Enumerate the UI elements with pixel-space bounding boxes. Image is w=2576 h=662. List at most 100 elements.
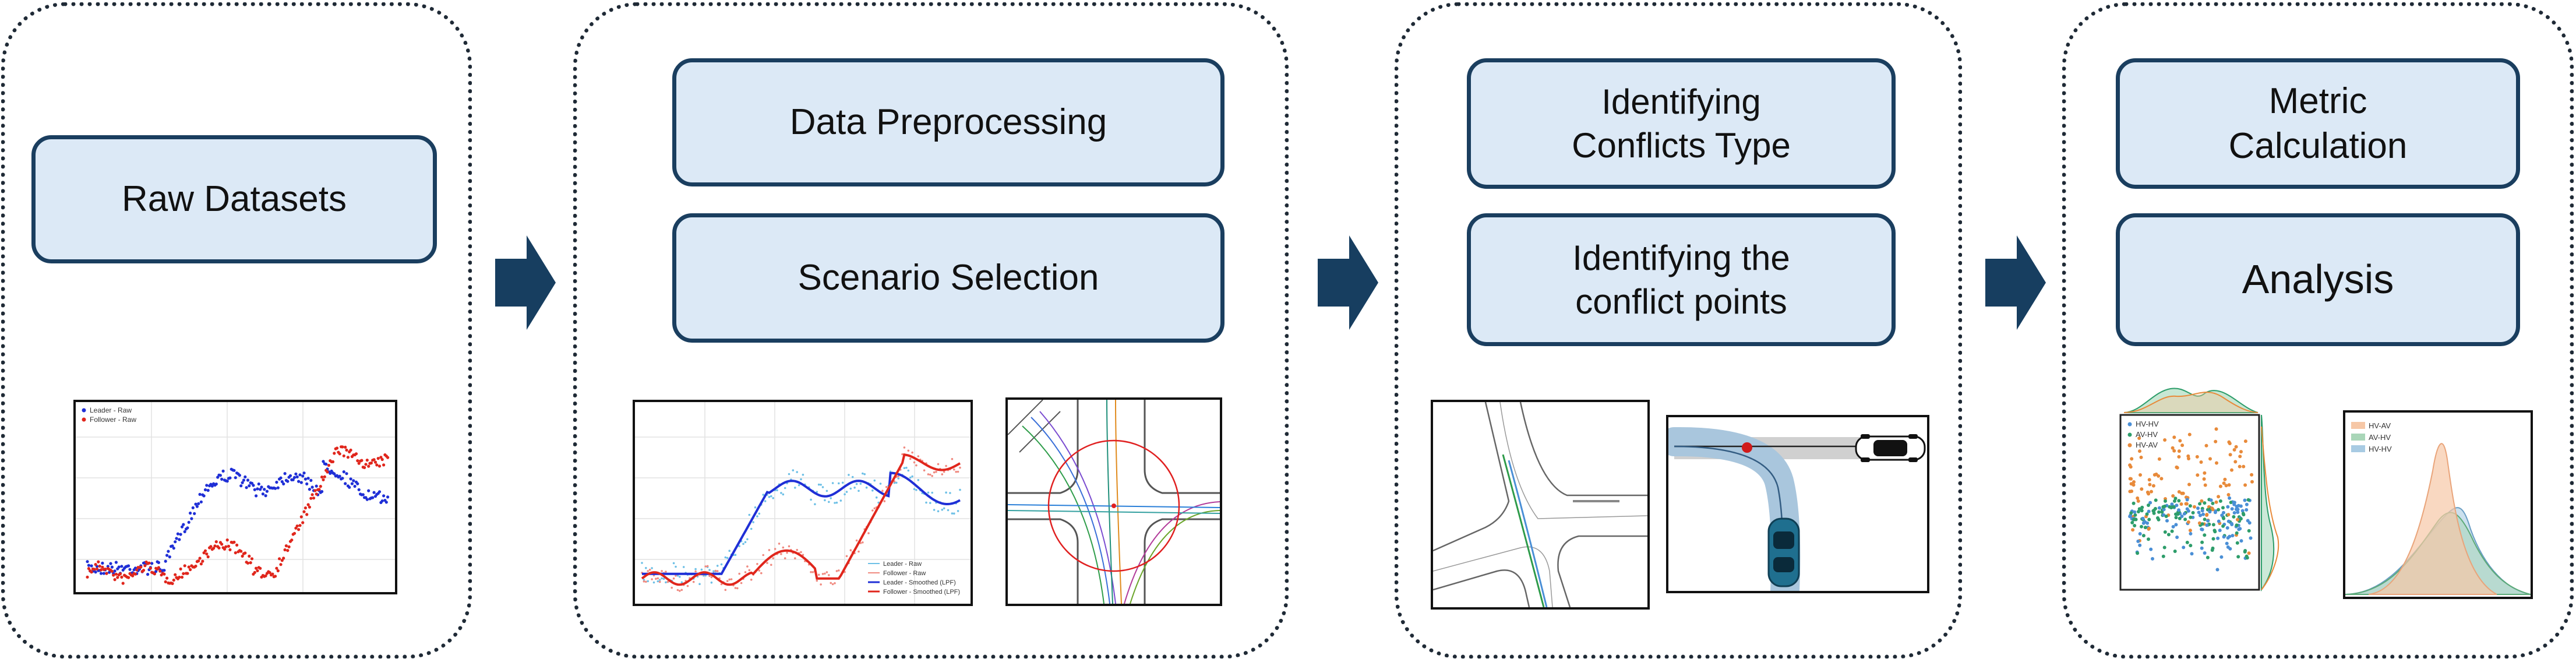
car-icon xyxy=(1855,434,1926,462)
follower-raw-point xyxy=(276,569,280,573)
follower-raw-point xyxy=(817,573,820,576)
leader-raw-point xyxy=(216,476,220,479)
scatter-point xyxy=(2215,461,2218,465)
scatter-point xyxy=(2129,482,2133,486)
follower-raw-point xyxy=(327,463,330,467)
leader-raw-point xyxy=(728,550,731,552)
follower-raw-point xyxy=(778,543,781,545)
scatter-point xyxy=(2203,501,2207,505)
leader-raw-point xyxy=(176,532,179,536)
scatter-point xyxy=(2203,551,2207,555)
follower-raw-point xyxy=(885,485,888,488)
scatter-point xyxy=(2188,529,2192,533)
scatter-point xyxy=(2241,512,2245,516)
leader-raw-point xyxy=(329,471,332,475)
follower-raw-point xyxy=(943,470,945,473)
scatter-point xyxy=(2185,502,2189,506)
follower-raw-point xyxy=(931,475,933,477)
leader-raw-point xyxy=(291,478,295,481)
scatter-point xyxy=(2140,487,2144,491)
follower-raw-point xyxy=(929,473,931,476)
scatter-point xyxy=(2157,510,2161,514)
follower-raw-point xyxy=(867,532,870,534)
leader-raw-point xyxy=(197,502,200,505)
follower-raw-point xyxy=(821,573,824,575)
follower-raw-point xyxy=(811,571,814,573)
leader-raw-point xyxy=(87,564,90,567)
follower-raw-point xyxy=(279,563,283,566)
scatter-point xyxy=(2147,492,2151,496)
conflict-zone-circle xyxy=(1047,439,1180,572)
leader-raw-point xyxy=(283,472,287,476)
leader-raw-point xyxy=(371,496,375,499)
leader-raw-point xyxy=(820,484,822,486)
follower-raw-point xyxy=(224,545,228,548)
scatter-point xyxy=(2136,499,2140,503)
leader-raw-point xyxy=(344,482,347,485)
scatter-point xyxy=(2217,508,2221,512)
leader-raw-point xyxy=(302,471,306,475)
follower-raw-point xyxy=(941,473,944,476)
leader-raw-point xyxy=(744,541,747,544)
follower-raw-point xyxy=(369,461,373,465)
follower-raw-point xyxy=(363,466,366,469)
leader-raw-point xyxy=(810,498,812,501)
scatter-point xyxy=(2218,484,2222,488)
scatter-point xyxy=(2210,506,2214,510)
follower-raw-point xyxy=(834,582,836,584)
follower-raw-point xyxy=(762,554,764,557)
leader-raw-point xyxy=(279,476,283,480)
follower-raw-point xyxy=(746,565,749,568)
follower-raw-point xyxy=(838,569,840,572)
scatter-point xyxy=(2165,519,2169,523)
scatter-point xyxy=(2228,453,2232,457)
follower-raw-point xyxy=(375,463,379,467)
leader-raw-point xyxy=(951,512,954,515)
follower-raw-point xyxy=(90,571,93,574)
follower-raw-point xyxy=(209,545,213,548)
leader-raw-point xyxy=(377,490,382,494)
scatter-point xyxy=(2162,513,2166,517)
leader-raw-point xyxy=(647,580,649,583)
scatter-point xyxy=(2166,533,2171,537)
follower-raw-point xyxy=(127,576,130,579)
follower-raw-point xyxy=(903,446,906,449)
follower-raw-point xyxy=(157,566,160,569)
follower-raw-point xyxy=(855,539,858,542)
smoothed-trajectory-chart: Leader - Raw Follower - Raw Leader - Smo… xyxy=(635,402,971,604)
follower-raw-point xyxy=(147,561,151,565)
leader-raw-point xyxy=(764,500,767,502)
follower-raw-point xyxy=(672,577,675,580)
leader-raw-point xyxy=(352,479,355,483)
follower-raw-point xyxy=(768,549,771,551)
leader-raw-point xyxy=(746,538,749,541)
follower-raw-point xyxy=(171,582,174,585)
leader-raw-point xyxy=(367,489,370,492)
leader-raw-point xyxy=(150,562,154,565)
follower-raw-point xyxy=(346,456,350,459)
scatter-point xyxy=(2219,555,2224,559)
leader-raw-point xyxy=(953,512,955,515)
leader-raw-point xyxy=(322,460,325,463)
raw-datasets-label: Raw Datasets xyxy=(122,179,347,220)
follower-raw-point xyxy=(292,531,297,535)
follower-raw-point xyxy=(333,452,336,455)
leader-raw-point xyxy=(99,572,103,575)
scatter-point xyxy=(2169,506,2173,510)
scatter-point xyxy=(2145,512,2149,516)
scatter-point xyxy=(2215,568,2219,572)
scatter-point xyxy=(2243,483,2247,487)
density-comparison-plot: HV-AV AV-HV HV-HV xyxy=(2343,410,2533,599)
leader-raw-point xyxy=(959,488,961,491)
legend-follower-raw: Follower - Raw xyxy=(883,570,926,577)
scatter-point xyxy=(2196,473,2200,477)
follower-raw-point xyxy=(278,557,281,561)
follower-raw-point xyxy=(909,457,912,460)
follower-raw-point xyxy=(205,552,209,556)
follower-raw-point xyxy=(255,566,258,570)
leader-raw-point xyxy=(679,576,681,578)
leader-raw-point xyxy=(178,538,181,541)
scatter-point xyxy=(2226,519,2231,523)
leader-raw-point xyxy=(288,474,292,477)
scatter-point xyxy=(2206,519,2210,523)
